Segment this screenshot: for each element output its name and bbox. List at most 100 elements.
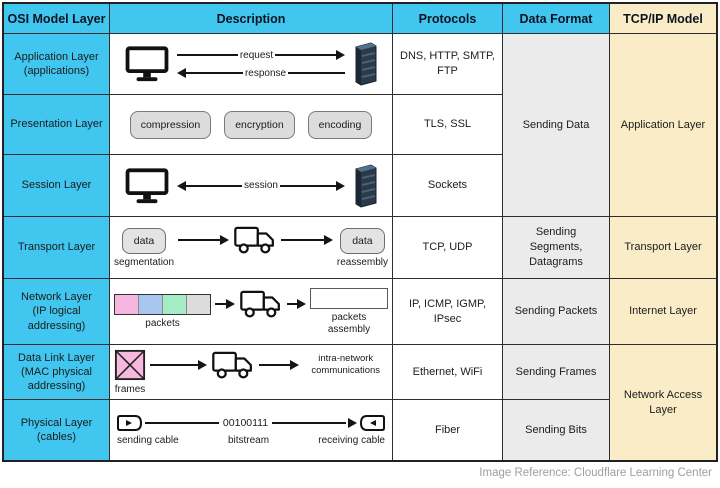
layer-name: Application Layer xyxy=(14,50,99,63)
layer-name: Data Link Layer xyxy=(17,351,96,364)
encoding-box: encoding xyxy=(307,110,373,139)
packets-assembly-label: packets assembly xyxy=(327,311,371,335)
arrow-right-icon xyxy=(336,50,346,60)
tcpip-application-layer: Application Layer xyxy=(610,34,716,217)
packet-blue xyxy=(139,295,163,314)
desc-session: session xyxy=(110,155,393,217)
arrow-right-icon xyxy=(348,418,358,428)
data-format-bits: Sending Bits xyxy=(503,400,610,460)
tcpip-transport-layer: Transport Layer xyxy=(610,217,716,279)
protocols-network: IP, ICMP, IGMP, IPsec xyxy=(393,279,503,345)
desc-application: request response xyxy=(110,34,393,95)
packets-assembly-group: packets assembly xyxy=(310,287,388,336)
reassembly-label: reassembly xyxy=(336,256,388,268)
server-icon xyxy=(355,42,377,86)
arrow-right-icon xyxy=(297,299,306,309)
frames-label: frames xyxy=(114,384,146,395)
bitstream-bits: 00100111 xyxy=(222,417,269,429)
data-format-segments: Sending Segments, Datagrams xyxy=(503,217,610,279)
layer-subtitle: (MAC physical addressing) xyxy=(21,365,92,393)
header-protocols: Protocols xyxy=(393,4,503,34)
segmentation-group: data segmentation xyxy=(114,227,175,268)
arrow-right-icon xyxy=(225,299,235,309)
arrow-right-icon xyxy=(323,235,333,245)
layer-name: Presentation Layer xyxy=(10,118,103,131)
protocols-data-link: Ethernet, WiFi xyxy=(393,345,503,400)
intra-network-label: intra-network communications xyxy=(311,352,381,376)
layer-name: Physical Layer xyxy=(20,416,93,429)
packets-group: packets xyxy=(114,294,211,329)
arrow-from-truck xyxy=(281,235,333,245)
desc-physical: 00100111 sending cable bitstream receivi… xyxy=(110,400,393,460)
protocols-application: DNS, HTTP, SMTP, FTP xyxy=(393,34,503,95)
packets-label: packets xyxy=(145,318,180,329)
session-arrow: session xyxy=(177,180,345,191)
arrow-to-truck xyxy=(215,299,235,309)
arrow-to-truck xyxy=(150,359,207,370)
layer-name: Session Layer xyxy=(21,179,92,192)
packet-pink xyxy=(115,295,139,314)
compression-box: compression xyxy=(129,110,212,139)
data-box: data xyxy=(340,227,385,254)
bitstream-diagram: 00100111 sending cable bitstream receivi… xyxy=(117,414,386,446)
arrow-from-truck xyxy=(286,299,306,309)
segmentation-label: segmentation xyxy=(114,256,175,268)
delivery-truck-icon xyxy=(212,351,252,378)
packets-strip-icon xyxy=(114,294,211,315)
desc-data-link: frames intra-network communications xyxy=(110,345,393,400)
data-format-frames: Sending Frames xyxy=(503,345,610,400)
frame-icon xyxy=(114,349,146,381)
layer-name: Network Layer xyxy=(21,291,92,304)
protocols-transport: TCP, UDP xyxy=(393,217,503,279)
layer-session: Session Layer xyxy=(4,155,110,217)
arrow-right-icon xyxy=(197,359,207,370)
response-arrow: response xyxy=(177,67,346,79)
computer-monitor-icon xyxy=(125,167,169,203)
arrow-right-icon xyxy=(220,235,230,245)
sending-cable-icon xyxy=(117,415,143,431)
delivery-truck-icon xyxy=(239,290,280,318)
data-format-packets: Sending Packets xyxy=(503,279,610,345)
layer-subtitle: (cables) xyxy=(36,431,77,443)
layer-subtitle: (applications) xyxy=(23,65,90,77)
receiving-cable-label: receiving cable xyxy=(318,435,385,446)
packet-green xyxy=(163,295,187,314)
receiving-cable-icon xyxy=(360,415,386,431)
session-label: session xyxy=(244,180,278,191)
desc-network: packets packets assembly xyxy=(110,279,393,345)
arrow-left-icon xyxy=(177,68,186,78)
request-arrow: request xyxy=(177,50,346,61)
desc-presentation: compression encryption encoding xyxy=(110,95,393,155)
layer-application: Application Layer (applications) xyxy=(4,34,110,95)
delivery-truck-icon xyxy=(234,226,275,254)
desc-transport: data segmentation data reassembly xyxy=(110,217,393,279)
server-icon xyxy=(355,163,377,208)
layer-network: Network Layer(IP logical addressing) xyxy=(4,279,110,345)
arrow-right-icon xyxy=(290,359,300,370)
protocols-physical: Fiber xyxy=(393,400,503,460)
tcpip-internet-layer: Internet Layer xyxy=(610,279,716,345)
layer-physical: Physical Layer (cables) xyxy=(4,400,110,460)
reassembly-group: data reassembly xyxy=(336,227,388,268)
layer-data-link: Data Link Layer(MAC physical addressing) xyxy=(4,345,110,400)
data-box: data xyxy=(121,227,167,254)
computer-monitor-icon xyxy=(125,46,169,82)
header-description: Description xyxy=(110,4,393,34)
tcpip-network-access-layer: Network Access Layer xyxy=(610,345,716,460)
header-tcpip-model: TCP/IP Model xyxy=(610,4,716,34)
arrow-right-icon xyxy=(336,180,345,191)
frames-group: frames xyxy=(114,349,146,395)
data-format-sending-data: Sending Data xyxy=(503,34,610,217)
arrow-left-icon xyxy=(177,180,186,191)
protocols-presentation: TLS, SSL xyxy=(393,95,503,155)
header-osi-model-layer: OSI Model Layer xyxy=(4,4,110,34)
request-response-arrows: request response xyxy=(177,50,346,79)
empty-assembly-box-icon xyxy=(310,287,388,309)
response-label: response xyxy=(244,67,287,79)
bitstream-label: bitstream xyxy=(227,435,270,446)
packet-gray xyxy=(187,295,210,314)
arrow-to-truck xyxy=(178,235,230,245)
encryption-box: encryption xyxy=(224,110,295,139)
protocols-session: Sockets xyxy=(393,155,503,217)
